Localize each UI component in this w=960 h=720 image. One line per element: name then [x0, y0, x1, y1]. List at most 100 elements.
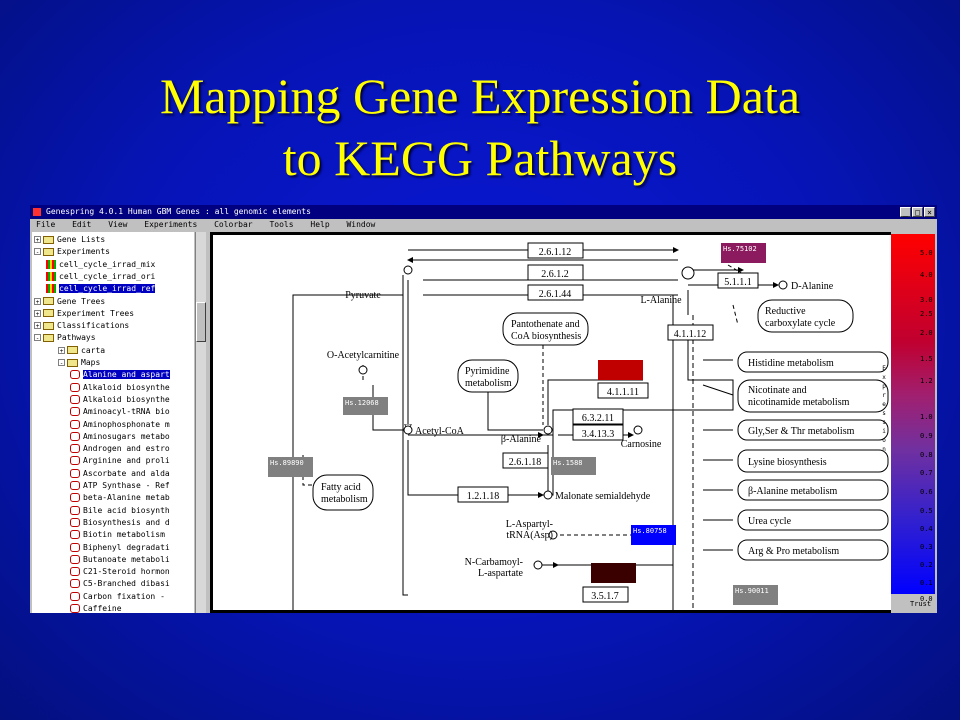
tree-item[interactable]: cell_cycle_irrad_ref [46, 283, 156, 295]
tree-item[interactable]: Aminosugars metabo [70, 431, 170, 443]
side-map-label[interactable]: β-Alanine metabolism [748, 486, 837, 497]
side-map-label[interactable]: Urea cycle [748, 516, 792, 527]
enzyme-label[interactable]: 4.1.1.11 [607, 387, 639, 398]
expand-toggle-icon[interactable]: + [34, 236, 41, 244]
tree-item[interactable]: Arginine and proli [70, 455, 170, 467]
expand-toggle-icon[interactable]: + [58, 346, 65, 355]
tree-scrollbar[interactable] [195, 232, 206, 613]
tree-item[interactable]: C21-Steroid hormon [70, 566, 170, 578]
menu-edit[interactable]: Edit [72, 220, 92, 229]
pathway-map-icon [70, 530, 80, 540]
menu-tools[interactable]: Tools [269, 220, 294, 229]
tree-item[interactable]: Butanoate metaboli [70, 554, 170, 566]
expression-box[interactable] [591, 563, 636, 583]
pathway-map-icon [70, 419, 80, 429]
gene-box[interactable] [733, 585, 778, 605]
tree-item[interactable]: ATP Synthase - Ref [70, 480, 170, 492]
side-map-label[interactable]: Histidine metabolism [748, 358, 834, 369]
expand-toggle-icon[interactable]: + [34, 322, 41, 331]
minimize-button[interactable]: _ [900, 207, 911, 217]
tree-item[interactable]: beta-Alanine metab [70, 492, 170, 504]
menu-file[interactable]: File [36, 220, 56, 229]
menu-window[interactable]: Window [346, 220, 376, 229]
genespring-window: Genespring 4.0.1 Human GBM Genes : all g… [30, 205, 937, 613]
tree-item[interactable]: -Experiments [34, 246, 110, 258]
menu-view[interactable]: View [108, 220, 128, 229]
expression-box[interactable] [598, 360, 643, 380]
menu-help[interactable]: Help [310, 220, 330, 229]
tree-item[interactable]: +Classifications [34, 320, 129, 332]
side-map-label[interactable]: nicotinamide metabolism [748, 397, 850, 408]
tree-item[interactable]: +Gene Trees [34, 296, 105, 308]
colorbar-tick-label: 0.5 [920, 507, 933, 515]
tree-item[interactable]: -Maps [58, 357, 100, 369]
tree-item[interactable]: Alanine and aspart [70, 369, 170, 381]
window-titlebar[interactable]: Genespring 4.0.1 Human GBM Genes : all g… [30, 205, 937, 219]
gene-box[interactable] [551, 457, 596, 475]
tree-item[interactable]: -Pathways [34, 332, 96, 344]
tree-item[interactable]: +carta [58, 345, 105, 357]
map-label[interactable]: Fatty acid [321, 482, 361, 493]
enzyme-label[interactable]: 2.6.1.18 [509, 457, 542, 468]
tree-item[interactable]: Ascorbate and alda [70, 468, 170, 480]
menu-experiments[interactable]: Experiments [144, 220, 198, 229]
tree-item[interactable]: Caffeine [70, 603, 122, 613]
side-map-label[interactable]: Gly,Ser & Thr metabolism [748, 426, 855, 437]
tree-item-label: Aminophosphonate m [83, 419, 170, 429]
enzyme-label[interactable]: 2.6.1.2 [541, 269, 569, 280]
tree-item[interactable]: Biotin metabolism [70, 529, 165, 541]
side-map-label[interactable]: Arg & Pro metabolism [748, 546, 839, 557]
enzyme-label[interactable]: 2.6.1.44 [539, 289, 572, 300]
colorbar-tick-label: 0.1 [920, 579, 933, 587]
gene-box[interactable] [721, 243, 766, 263]
tree-item[interactable]: C5-Branched dibasi [70, 578, 170, 590]
enzyme-label[interactable]: 3.4.13.3 [582, 429, 615, 440]
tree-item[interactable]: Biphenyl degradati [70, 542, 170, 554]
tree-item[interactable]: Alkaloid biosynthe [70, 394, 170, 406]
tree-item[interactable]: cell_cycle_irrad_mix [46, 259, 155, 271]
tree-item[interactable]: Androgen and estro [70, 443, 170, 455]
enzyme-label[interactable]: 5.1.1.1 [724, 277, 752, 288]
map-label[interactable]: Pyrimidine [465, 366, 510, 377]
tree-item[interactable]: cell_cycle_irrad_ori [46, 271, 155, 283]
scrollbar-thumb[interactable] [196, 302, 206, 342]
pathway-canvas[interactable]: 2.6.1.12 2.6.1.2 2.6.1.44 5.1.1.1 4.1.1.… [210, 232, 894, 613]
enzyme-label[interactable]: 3.5.1.7 [591, 591, 619, 602]
expand-toggle-icon[interactable]: + [34, 309, 41, 318]
map-label[interactable]: metabolism [465, 378, 512, 389]
expand-toggle-icon[interactable]: - [34, 334, 41, 343]
enzyme-label[interactable]: 4.1.1.12 [674, 329, 707, 340]
tree-item[interactable]: Aminoacyl-tRNA bio [70, 406, 170, 418]
map-label[interactable]: Pantothenate and [511, 319, 580, 330]
enzyme-label[interactable]: 2.6.1.12 [539, 247, 572, 258]
tree-item-label: Biphenyl degradati [83, 542, 170, 552]
tree-item[interactable]: Aminophosphonate m [70, 419, 170, 431]
side-map-label[interactable]: Lysine biosynthesis [748, 457, 827, 468]
tree-item[interactable]: Bile acid biosynth [70, 505, 170, 517]
tree-item[interactable]: +Experiment Trees [34, 308, 134, 320]
map-label[interactable]: carboxylate cycle [765, 318, 836, 329]
expand-toggle-icon[interactable]: - [58, 359, 65, 367]
expand-toggle-icon[interactable]: + [34, 297, 41, 306]
tree-item[interactable]: Carbon fixation - [70, 591, 165, 603]
map-label[interactable]: metabolism [321, 494, 368, 505]
colorbar-label-char: E [882, 365, 886, 372]
map-label[interactable]: Reductive [765, 306, 806, 317]
colorbar-label-char: o [882, 437, 886, 444]
gene-box[interactable] [631, 525, 676, 545]
menu-colorbar[interactable]: Colorbar [214, 220, 253, 229]
expand-toggle-icon[interactable]: - [34, 248, 41, 257]
gene-box[interactable] [268, 457, 313, 477]
gene-box[interactable] [343, 397, 388, 415]
tree-item[interactable]: +Gene Lists [34, 234, 105, 246]
compound-label: D-Alanine [791, 281, 834, 292]
tree-item[interactable]: Alkaloid biosynthe [70, 382, 170, 394]
tree-item[interactable]: Biosynthesis and d [70, 517, 170, 529]
colorbar-gradient[interactable] [891, 234, 935, 594]
maximize-button[interactable]: □ [912, 207, 923, 217]
map-label[interactable]: CoA biosynthesis [511, 331, 581, 342]
enzyme-label[interactable]: 1.2.1.18 [467, 491, 500, 502]
side-map-label[interactable]: Nicotinate and [748, 385, 807, 396]
close-button[interactable]: × [924, 207, 935, 217]
enzyme-label[interactable]: 6.3.2.11 [582, 413, 614, 424]
